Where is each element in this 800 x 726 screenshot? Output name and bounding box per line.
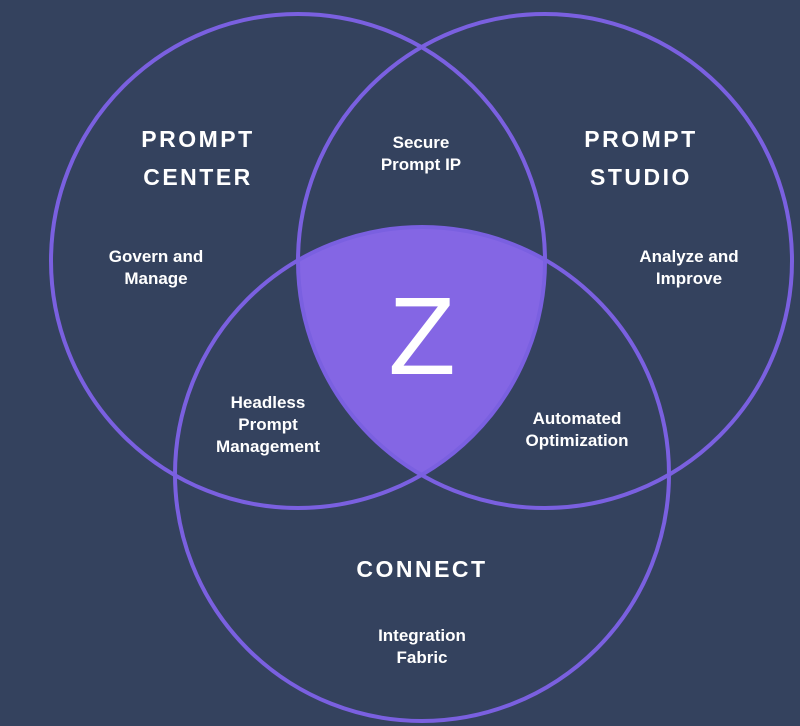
overlap-rb-2: Optimization: [526, 431, 629, 450]
prompt-center-sub-1: Govern and: [109, 247, 203, 266]
overlap-lb-3: Management: [216, 437, 320, 456]
prompt-studio-title-1: PROMPT: [584, 126, 697, 152]
connect-sub-2: Fabric: [396, 648, 447, 667]
overlap-lr-1: Secure: [393, 133, 450, 152]
prompt-studio-title-2: STUDIO: [590, 164, 692, 190]
prompt-center-title-1: PROMPT: [141, 126, 254, 152]
prompt-center-title-2: CENTER: [143, 164, 253, 190]
prompt-studio-sub-1: Analyze and: [639, 247, 738, 266]
overlap-lr-2: Prompt IP: [381, 155, 461, 174]
prompt-studio-sub-2: Improve: [656, 269, 722, 288]
connect-sub-1: Integration: [378, 626, 466, 645]
overlap-lb-1: Headless: [231, 393, 306, 412]
prompt-center-sub-2: Manage: [124, 269, 187, 288]
overlap-lb-2: Prompt: [238, 415, 298, 434]
connect-title: CONNECT: [356, 556, 487, 582]
overlap-rb-1: Automated: [533, 409, 622, 428]
center-logo: Z: [388, 275, 455, 398]
circle-connect: [173, 225, 671, 723]
